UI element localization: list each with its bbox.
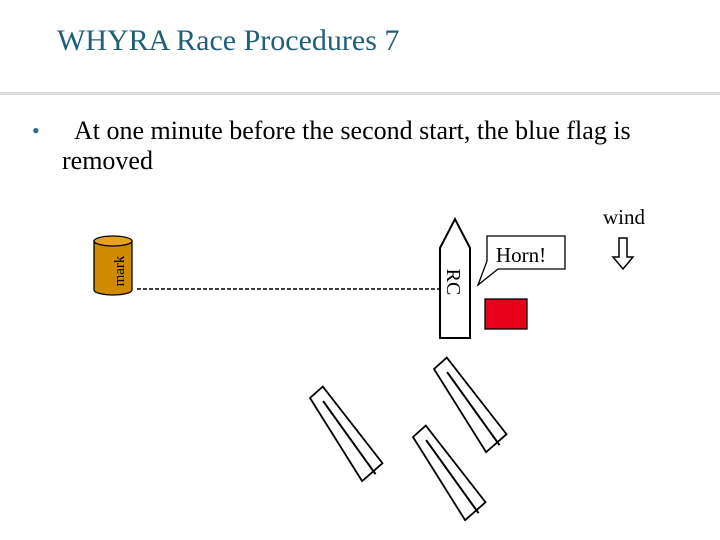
bullet-text: At one minute before the second start, t… bbox=[62, 116, 631, 175]
mark-label: mark bbox=[112, 255, 128, 286]
sailboat-icon bbox=[411, 424, 487, 522]
red-flag-icon bbox=[484, 298, 528, 330]
sailboat-icon bbox=[308, 385, 384, 483]
bullet-dot-icon: • bbox=[32, 118, 40, 143]
sailboat-icon bbox=[432, 356, 508, 454]
wind-arrow-down-icon bbox=[611, 237, 635, 271]
mark-buoy-icon: mark bbox=[93, 235, 133, 296]
slide-title: WHYRA Race Procedures 7 bbox=[57, 24, 400, 57]
rc-label: RC bbox=[442, 269, 464, 296]
horn-callout: Horn! bbox=[476, 235, 566, 287]
bullet-point: • At one minute before the second start,… bbox=[32, 116, 692, 176]
title-divider bbox=[0, 92, 720, 95]
committee-boat-icon: RC bbox=[439, 216, 471, 339]
wind-label: wind bbox=[603, 205, 646, 229]
horn-label: Horn! bbox=[496, 243, 546, 267]
